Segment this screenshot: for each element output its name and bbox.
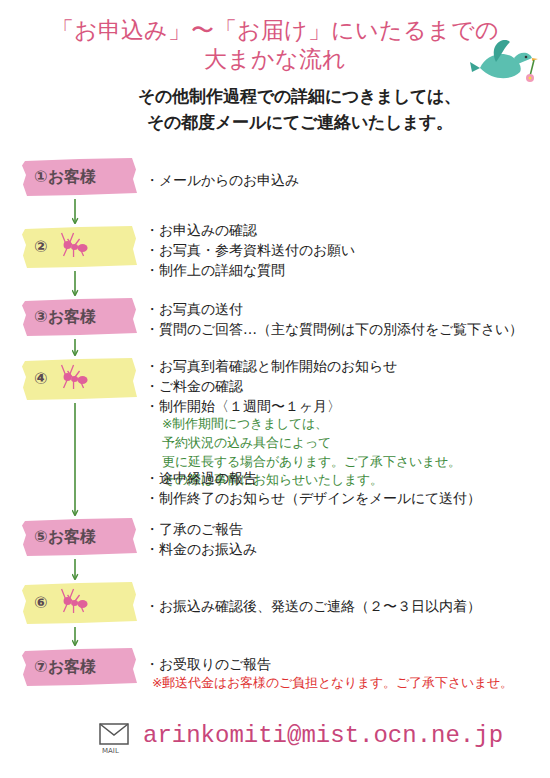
step-item: ・制作終了のお知らせ（デザインをメールにて送付） (145, 489, 481, 507)
email-address: arinkomiti@mist.ocn.ne.jp (143, 720, 503, 751)
ant-abdomen (78, 600, 88, 608)
bird-illustration (470, 40, 538, 82)
ant-head (64, 241, 72, 249)
ant-thorax (71, 376, 78, 382)
flower-center (529, 77, 532, 80)
tape-fill (22, 358, 137, 400)
envelope-icon (100, 724, 128, 744)
tape-fill (22, 518, 137, 556)
step-label: ⑥ (34, 593, 48, 612)
step-tape-tag: ④ (22, 358, 137, 400)
step-label: ④ (34, 369, 48, 388)
ant-icon (62, 589, 88, 613)
flower (526, 74, 534, 82)
step-tape-tag: ② (22, 226, 137, 268)
step-item: ・制作開始〈１週間〜１ヶ月〉 (145, 397, 341, 415)
flow-arrow (74, 627, 76, 645)
ant-thorax (71, 600, 78, 606)
ant-abdomen (78, 376, 88, 384)
step-item: ・質問のご回答…（主な質問例は下の別添付をご覧下さい） (145, 320, 523, 338)
step-item: ・お写真・参考資料送付のお願い (145, 241, 355, 259)
step-label: ⑤お客様 (34, 527, 96, 546)
flow-arrow (74, 559, 76, 579)
ant-icon (62, 233, 88, 257)
step-tape-tag: ①お客様 (22, 158, 137, 196)
postage-note: ※郵送代金はお客様のご負担となります。ご了承下さいませ。 (152, 675, 513, 691)
step-item: ・メールからのお申込み (145, 171, 299, 189)
tape-fill (22, 648, 137, 686)
step-tape-tag: ③お客様 (22, 298, 137, 336)
envelope-outline (100, 724, 128, 744)
step-item: ・了承のご報告 (145, 520, 243, 538)
ant-thorax (71, 244, 78, 250)
flow-arrow (74, 339, 76, 355)
step-item: ・途中経過の報告 (145, 469, 257, 487)
ant-abdomen (78, 244, 88, 252)
tape-fill (22, 158, 137, 196)
subtitle-note: その他制作過程での詳細につきましては、 その都度メールにてご連絡いたします。 (134, 84, 466, 135)
flow-arrow (74, 403, 76, 515)
step-item: ・お振込み確認後、発送のご連絡（２〜３日以内着） (145, 597, 481, 615)
envelope-flap (100, 724, 128, 735)
step-label: ③お客様 (34, 307, 96, 326)
flow-arrow (74, 271, 76, 295)
step-item: ・お写真到着確認と制作開始のお知らせ (145, 357, 397, 375)
step-item: ・お申込みの確認 (145, 221, 257, 239)
step-label: ①お客様 (34, 167, 96, 186)
tape-fill (22, 298, 137, 336)
step-tape-tag: ⑥ (22, 582, 137, 624)
bird-wing (494, 40, 510, 62)
bird-eye (525, 56, 528, 59)
ant-icon (62, 365, 88, 389)
flow-arrow (74, 199, 76, 223)
flower-stem (530, 60, 534, 76)
ant-head (64, 597, 72, 605)
tape-fill (22, 226, 137, 268)
step-item: ・お受取りのご報告 (145, 655, 271, 673)
step-tape-tag: ⑦お客様 (22, 648, 137, 686)
diagram-title: 「お申込み」〜「お届け」にいたるまでの 大まかな流れ (51, 16, 500, 74)
ant-head (64, 373, 72, 381)
step-item: ・ご料金の確認 (145, 377, 243, 395)
step-item: ・料金のお振込み (145, 540, 257, 558)
mail-icon-label: MAIL (102, 747, 119, 756)
step-label: ② (34, 237, 48, 256)
step-item: ・制作上の詳細な質問 (145, 261, 285, 279)
bird-head (514, 53, 532, 64)
step-item: ・お写真の送付 (145, 300, 243, 318)
step-tape-tag: ⑤お客様 (22, 518, 137, 556)
tape-fill (22, 582, 137, 624)
bird-beak (532, 58, 538, 61)
bird-tail (470, 62, 480, 72)
step-label: ⑦お客様 (34, 657, 96, 676)
